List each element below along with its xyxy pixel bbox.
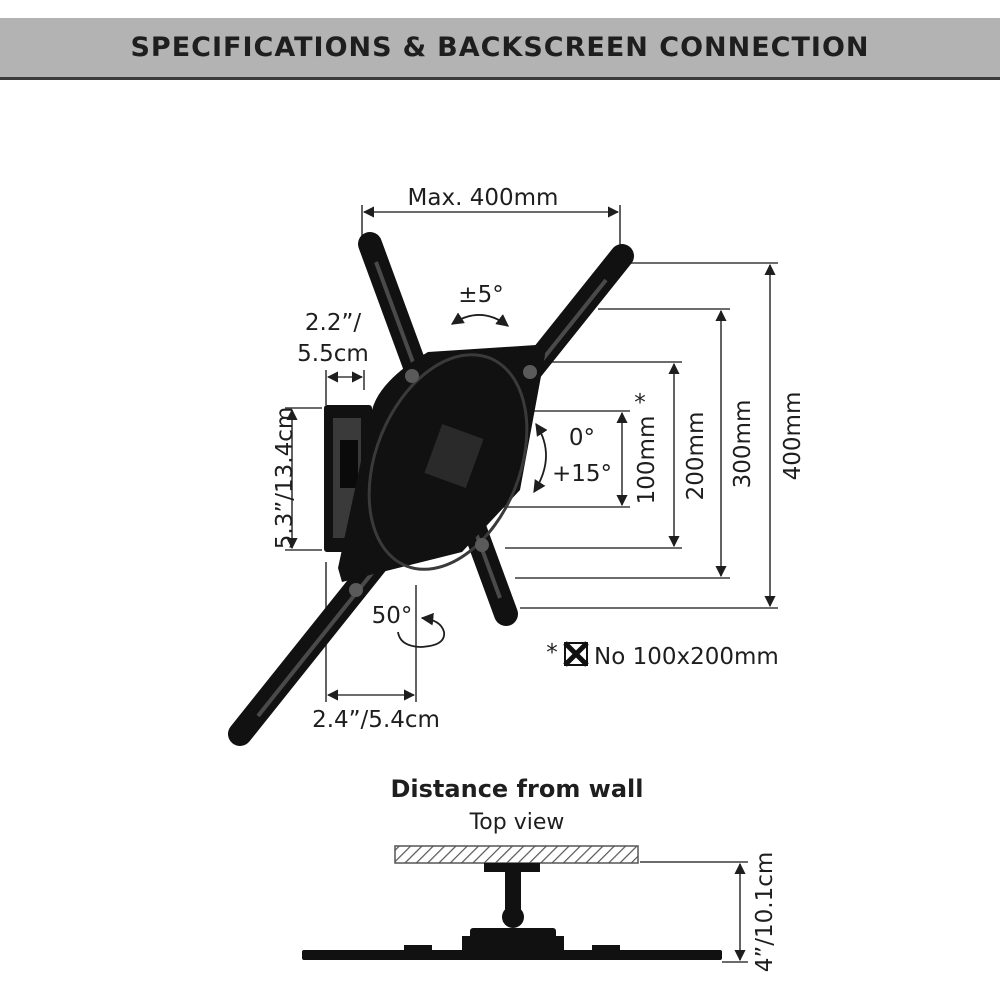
distance-title: Distance from wall [391,775,644,803]
top-view-mount [302,863,722,960]
swivel-label: 50° [372,603,413,629]
header-title-part2: BACKSCREEN CONNECTION [437,32,870,63]
v100-label: 100mm [634,416,660,505]
wall-mount-front [228,232,634,746]
header-title-separator: & [402,32,428,63]
note-text: No 100x200mm [594,644,779,670]
max-width-label: Max. 400mm [408,185,559,211]
depth-label-line2: 5.5cm [297,341,369,367]
swivel-arrow [397,612,445,648]
header-banner: SPECIFICATIONS & BACKSCREEN CONNECTION [0,18,1000,80]
rotation-arrows [397,312,548,648]
distance-subtitle: Top view [469,810,565,835]
crossed-box-icon [563,641,589,667]
labels: Max. 400mm ±5° 2.2”/ 5.5cm 5.3”/13.4cm 0… [272,185,806,972]
tilt-top-label: 0° [569,425,595,451]
tilt-bottom-label: +15° [552,461,612,487]
tilt-vertical-arrow [533,422,548,494]
v200-label: 200mm [683,412,709,501]
wall-plate-height-label: 5.3”/13.4cm [272,407,298,550]
v100-star: * [634,390,646,416]
header-title-part1: SPECIFICATIONS [130,32,393,63]
arm-offset-label: 2.4”/5.4cm [312,707,440,733]
top-view [302,845,722,960]
v400-label: 400mm [780,392,806,481]
depth-label-line1: 2.2”/ [305,310,361,336]
tilt-side-label: ±5° [458,282,503,308]
distance-value: 4”/10.1cm [752,852,778,973]
note-star: * [546,640,558,666]
dimension-lines [285,205,778,963]
v300-label: 300mm [730,400,756,489]
tilt-side-arrow [450,312,509,327]
wall-hatch [394,845,639,864]
